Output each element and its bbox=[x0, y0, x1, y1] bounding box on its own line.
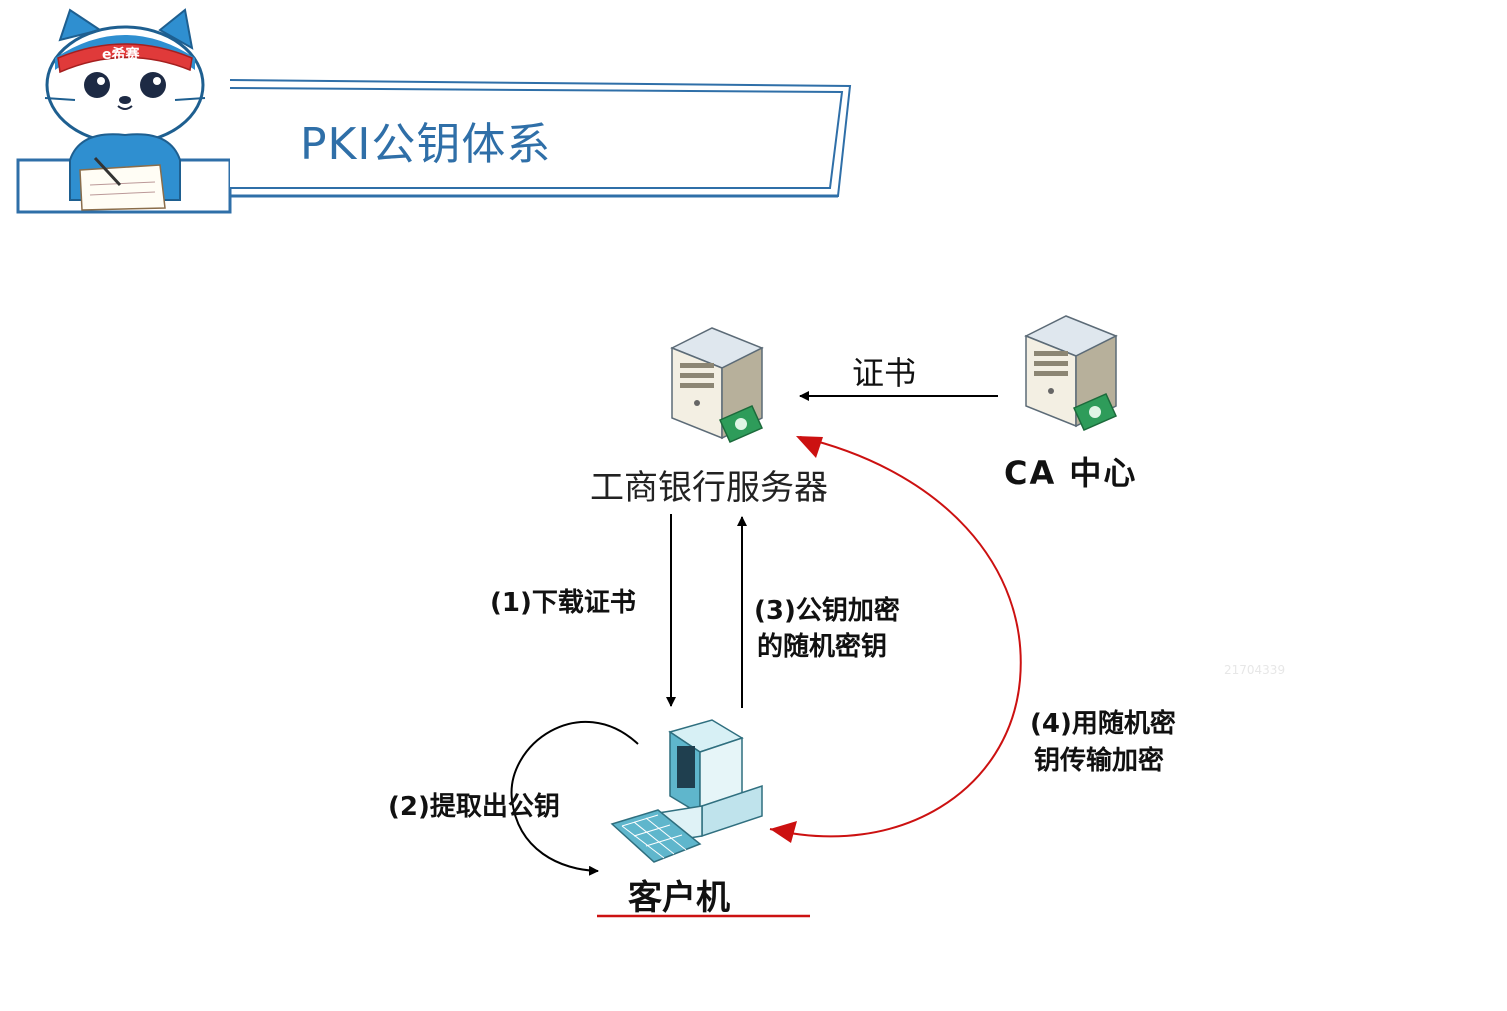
mascot-cat-icon bbox=[44, 8, 206, 211]
mascot-badge: e希赛 bbox=[102, 47, 140, 63]
edge-label-encrypt-key-line1: (3)公钥加密 bbox=[754, 596, 900, 626]
edge-label-extract-key: (2)提取出公钥 bbox=[388, 792, 560, 822]
page-title: PKI公钥体系 bbox=[300, 119, 552, 170]
watermark: 21704339 bbox=[1224, 663, 1286, 677]
arrow-head-transmit-client bbox=[770, 821, 797, 843]
arrow-extract-key bbox=[510, 720, 639, 876]
arrow-head-transmit-server bbox=[796, 436, 823, 458]
edge-label-transmit-line2: 钥传输加密 bbox=[1034, 746, 1165, 776]
ca-center-icon bbox=[1024, 315, 1118, 431]
desktop-computer-icon bbox=[610, 719, 763, 863]
edge-label-download-cert: (1)下载证书 bbox=[490, 588, 636, 618]
client-label: 客户机 bbox=[628, 878, 730, 918]
edge-label-transmit-line1: (4)用随机密 bbox=[1030, 709, 1176, 739]
edge-label-certificate: 证书 bbox=[852, 354, 917, 392]
edge-label-encrypt-key-line2: 的随机密钥 bbox=[757, 632, 888, 662]
ca-center-label: CA 中心 bbox=[1004, 454, 1138, 492]
bank-server-icon bbox=[670, 327, 764, 443]
arrow-transmit bbox=[769, 436, 1022, 838]
bank-server-label: 工商银行服务器 bbox=[590, 468, 828, 508]
